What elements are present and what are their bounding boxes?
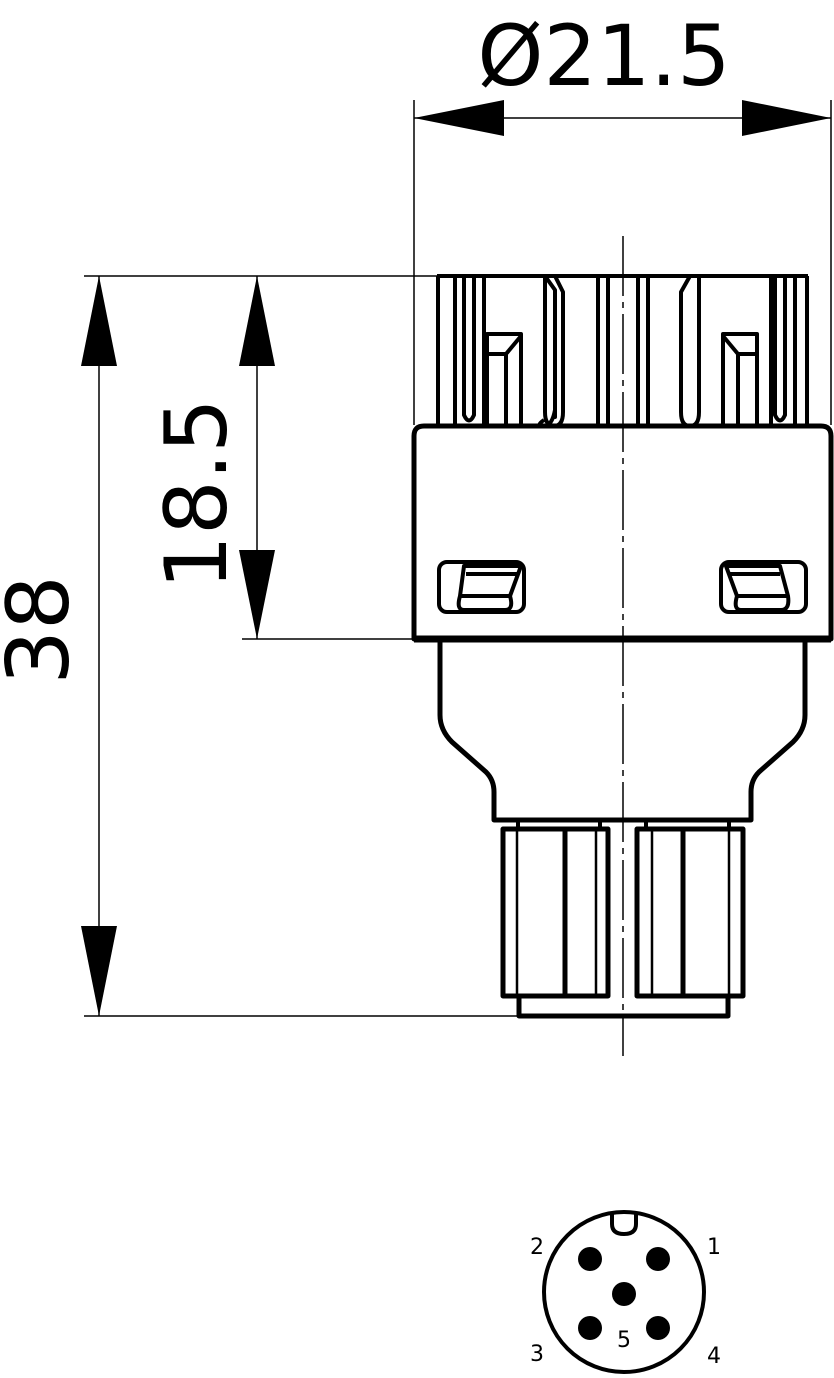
connector-body	[411, 274, 834, 1019]
arrowhead-down-icon	[239, 550, 275, 639]
pin-label-1: 1	[707, 1235, 721, 1260]
pin-2-contact-icon	[578, 1247, 602, 1271]
arrowhead-up-icon	[81, 276, 117, 366]
arrowhead-down-icon	[81, 926, 117, 1016]
coupling-sleeve	[411, 423, 834, 642]
arrowhead-right-icon	[742, 100, 831, 136]
snap-window-left	[437, 560, 526, 614]
coupling-length-dimension: 18.5	[147, 276, 414, 640]
pin-5-contact-icon	[612, 1282, 636, 1306]
pin-face-view: 1 2 3 4 5	[530, 1210, 721, 1374]
pin-label-5: 5	[617, 1328, 631, 1353]
pin-label-2: 2	[530, 1235, 544, 1260]
diameter-dimension: Ø21.5	[413, 7, 832, 425]
arrowhead-left-icon	[414, 100, 504, 136]
diameter-label: Ø21.5	[477, 7, 730, 105]
snap-window-right	[719, 560, 808, 614]
connector-face-outline	[542, 1210, 706, 1374]
overall-length-dimension: 38	[0, 275, 520, 1017]
pin-1-contact-icon	[646, 1247, 670, 1271]
insert-block-left	[500, 820, 611, 999]
pin-4-contact-icon	[646, 1316, 670, 1340]
insert-block-right	[634, 820, 746, 999]
overall-length-label: 38	[0, 575, 89, 684]
coupling-length-label: 18.5	[147, 398, 247, 589]
pin-label-4: 4	[707, 1344, 721, 1369]
coding-key-icon	[610, 1212, 638, 1237]
pin-label-3: 3	[530, 1342, 544, 1367]
arrowhead-up-icon	[239, 276, 275, 366]
pin-3-contact-icon	[578, 1316, 602, 1340]
